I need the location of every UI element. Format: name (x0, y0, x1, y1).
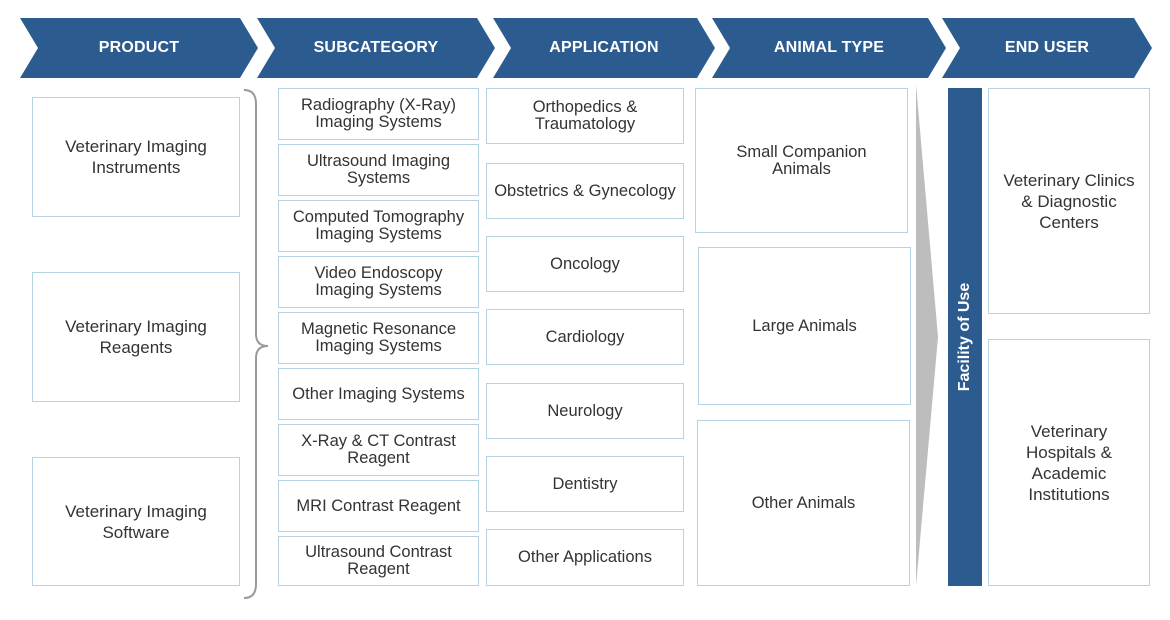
chevron-shape (493, 18, 715, 78)
application-box: Obstetrics & Gynecology (486, 163, 684, 219)
subcategory-box: Other Imaging Systems (278, 368, 479, 420)
subcategory-label: Ultrasound Imaging Systems (306, 152, 451, 187)
header-product: PRODUCT (20, 18, 258, 78)
chevron-shape (712, 18, 946, 78)
animal-type-box: Small Companion Animals (695, 88, 908, 233)
subcategory-box: Video Endoscopy Imaging Systems (278, 256, 479, 308)
subcategory-box: Radiography (X-Ray) Imaging Systems (278, 88, 479, 140)
header-end-user-label: END USER (1004, 39, 1090, 56)
application-box: Cardiology (486, 309, 684, 365)
subcategory-label: Computed Tomography Imaging Systems (292, 208, 465, 243)
end-user-box: Veterinary Clinics & Diagnostic Centers (988, 88, 1150, 314)
subcategory-box: Ultrasound Contrast Reagent (278, 536, 479, 586)
chevron-shape (942, 18, 1152, 78)
header-animal-type: ANIMAL TYPE (712, 18, 946, 78)
application-label: Oncology (550, 254, 620, 273)
subcategory-box: X-Ray & CT Contrast Reagent (278, 424, 479, 476)
header-subcategory-label: SUBCATEGORY (313, 39, 439, 56)
end-user-label: Veterinary Clinics & Diagnostic Centers (1003, 170, 1135, 232)
header-end-user: END USER (942, 18, 1152, 78)
animal-type-box: Large Animals (698, 247, 911, 405)
subcategory-label: Magnetic Resonance Imaging Systems (300, 320, 456, 355)
application-label: Neurology (547, 401, 623, 420)
header-product-label: PRODUCT (98, 39, 180, 56)
application-box: Other Applications (486, 529, 684, 586)
application-label: Orthopedics & Traumatology (532, 98, 638, 133)
subcategory-box: Computed Tomography Imaging Systems (278, 200, 479, 252)
subcategory-label: X-Ray & CT Contrast Reagent (301, 432, 456, 467)
application-label: Other Applications (518, 548, 652, 566)
right-arrow-icon (916, 84, 938, 586)
chevron-shape (20, 18, 258, 78)
product-box: Veterinary Imaging Reagents (32, 272, 240, 402)
curly-brace-icon (243, 89, 269, 599)
header-subcategory: SUBCATEGORY (257, 18, 495, 78)
header-animal-type-label: ANIMAL TYPE (773, 39, 885, 56)
animal-type-label: Small Companion Animals (736, 142, 867, 178)
product-label: Veterinary Imaging Software (65, 501, 207, 542)
application-box: Orthopedics & Traumatology (486, 88, 684, 144)
facility-of-use-label: Facility of Use (956, 282, 973, 392)
chevron-shape (257, 18, 495, 78)
end-user-label: Veterinary Hospitals & Academic Institut… (1026, 421, 1112, 504)
application-box: Dentistry (486, 456, 684, 512)
product-label: Veterinary Imaging Instruments (65, 137, 207, 177)
application-label: Cardiology (545, 327, 625, 346)
subcategory-label: Radiography (X-Ray) Imaging Systems (301, 96, 456, 131)
subcategory-box: Ultrasound Imaging Systems (278, 144, 479, 196)
subcategory-label: Other Imaging Systems (292, 384, 465, 403)
product-label: Veterinary Imaging Reagents (65, 317, 207, 357)
end-user-box: Veterinary Hospitals & Academic Institut… (988, 339, 1150, 586)
animal-type-label: Large Animals (752, 316, 857, 335)
product-box: Veterinary Imaging Instruments (32, 97, 240, 217)
product-box: Veterinary Imaging Software (32, 457, 240, 586)
header-application-label: APPLICATION (549, 39, 659, 56)
subcategory-label: Ultrasound Contrast Reagent (305, 543, 452, 578)
facility-of-use-bar: Facility of Use (948, 88, 982, 586)
subcategory-label: Video Endoscopy Imaging Systems (314, 264, 443, 299)
application-label: Obstetrics & Gynecology (494, 181, 676, 200)
application-box: Neurology (486, 383, 684, 439)
subcategory-box: MRI Contrast Reagent (278, 480, 479, 532)
animal-type-box: Other Animals (697, 420, 910, 586)
animal-type-label: Other Animals (751, 493, 856, 512)
application-box: Oncology (486, 236, 684, 292)
subcategory-label: MRI Contrast Reagent (296, 496, 461, 515)
application-label: Dentistry (552, 474, 618, 493)
subcategory-box: Magnetic Resonance Imaging Systems (278, 312, 479, 364)
header-application: APPLICATION (493, 18, 715, 78)
